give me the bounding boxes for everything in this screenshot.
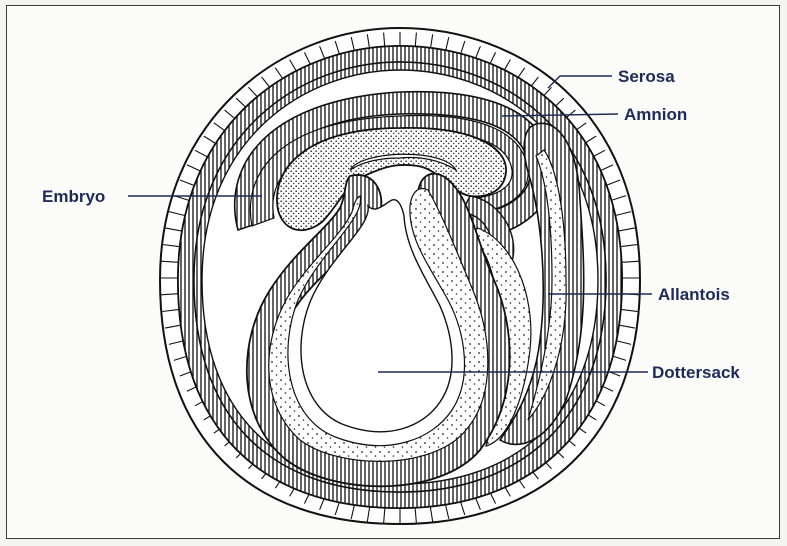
label-embryo: Embryo bbox=[42, 187, 105, 206]
label-yolk-sac: Dottersack bbox=[652, 363, 740, 382]
label-amnion: Amnion bbox=[624, 105, 687, 124]
label-allantois: Allantois bbox=[658, 285, 730, 304]
label-serosa: Serosa bbox=[618, 67, 675, 86]
